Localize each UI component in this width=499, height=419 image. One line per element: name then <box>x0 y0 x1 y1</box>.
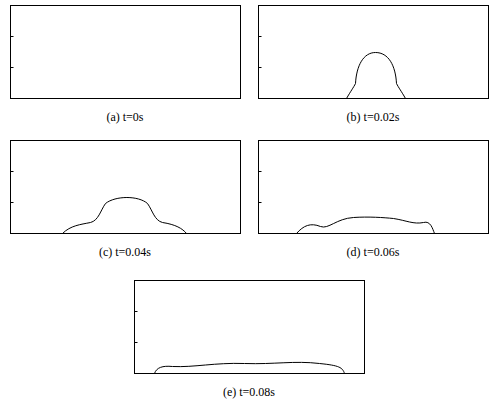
panel-caption: (a) t=0s <box>106 110 143 125</box>
axis-tick <box>135 342 138 343</box>
simulation-panel <box>11 141 241 234</box>
domain-frame <box>135 281 365 374</box>
axis-tick <box>259 36 262 37</box>
axis-tick <box>11 171 14 172</box>
simulation-panel <box>259 6 489 99</box>
domain-frame <box>259 6 489 99</box>
panel-caption: (d) t=0.06s <box>347 245 400 260</box>
droplet-interface <box>347 53 406 99</box>
simulation-panel <box>259 141 489 234</box>
domain-frame <box>11 141 241 234</box>
panel-caption: (e) t=0.08s <box>223 385 275 400</box>
panel-caption: (c) t=0.04s <box>99 245 151 260</box>
panel-caption: (b) t=0.02s <box>347 110 400 125</box>
axis-tick <box>11 67 14 68</box>
axis-tick <box>11 36 14 37</box>
axis-tick <box>11 202 14 203</box>
droplet-interface <box>297 217 435 233</box>
droplet-interface <box>155 362 345 373</box>
domain-frame <box>259 141 489 234</box>
axis-tick <box>259 67 262 68</box>
axis-tick <box>259 202 262 203</box>
axis-tick <box>259 171 262 172</box>
domain-frame <box>11 6 241 99</box>
axis-tick <box>135 311 138 312</box>
droplet-interface <box>63 198 187 234</box>
simulation-panel <box>11 6 241 99</box>
simulation-panel <box>135 281 365 374</box>
